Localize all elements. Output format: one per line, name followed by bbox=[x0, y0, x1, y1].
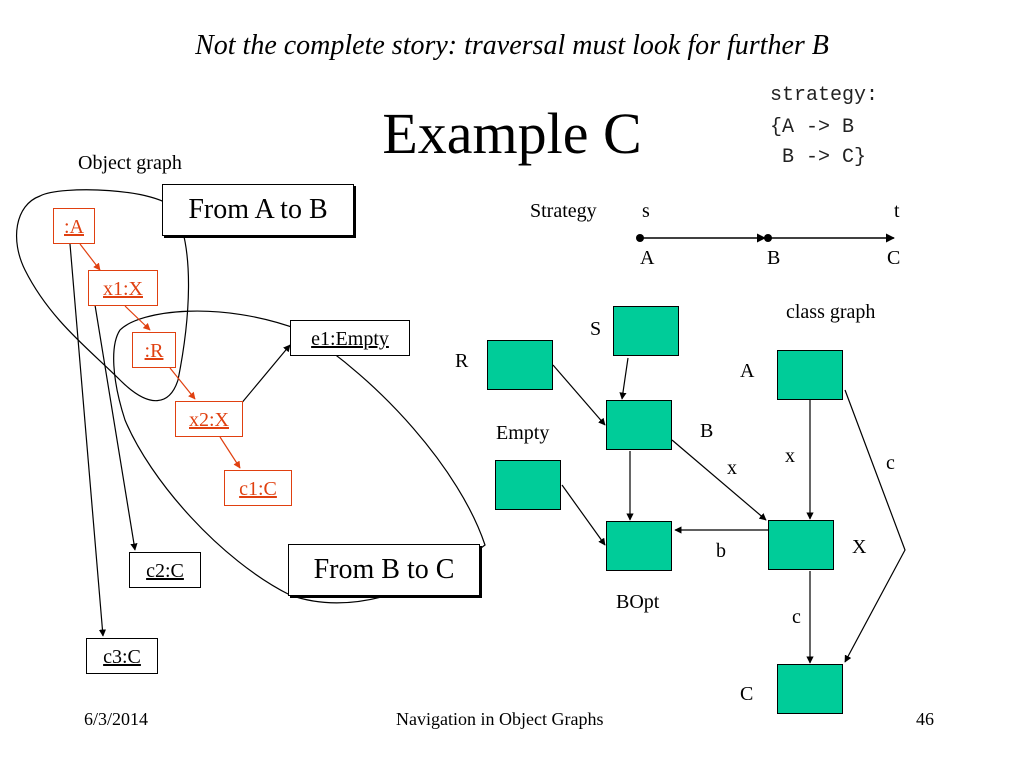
class-empty-box bbox=[495, 460, 561, 510]
cls-edge-a-c bbox=[844, 389, 906, 663]
object-x2: x2:X bbox=[175, 401, 243, 437]
object-x1: x1:X bbox=[88, 270, 158, 306]
strategy-dot-b bbox=[764, 234, 772, 242]
lasso-a-to-b bbox=[16, 189, 190, 402]
strategy-t-label: t bbox=[894, 200, 900, 222]
edge-label-b-x: x bbox=[727, 457, 737, 479]
object-r: :R bbox=[132, 332, 176, 368]
class-bopt-label: BOpt bbox=[616, 591, 660, 613]
object-c2: c2:C bbox=[129, 552, 201, 588]
object-e1: e1:Empty bbox=[290, 320, 410, 356]
class-b-label: B bbox=[700, 420, 714, 442]
object-graph-label: Object graph bbox=[78, 152, 182, 174]
strategy-node-b: B bbox=[767, 247, 781, 269]
class-r-label: R bbox=[455, 350, 469, 372]
class-s-label: S bbox=[590, 318, 602, 340]
cls-edge-b-x bbox=[671, 439, 767, 521]
edge-x2-c1 bbox=[219, 436, 241, 469]
cls-edge-empty-bopt bbox=[561, 484, 606, 546]
edge-x1-r bbox=[124, 305, 151, 331]
class-b-box bbox=[606, 400, 672, 450]
edge-label-a-x: x bbox=[785, 445, 795, 467]
class-a-box bbox=[777, 350, 843, 400]
cls-edge-r-b bbox=[552, 364, 606, 426]
class-c-label: C bbox=[740, 683, 754, 705]
class-a-label: A bbox=[740, 360, 755, 382]
strategy-node-c: C bbox=[887, 247, 901, 269]
edge-label-a-c: c bbox=[886, 452, 895, 474]
strategy-code-line-1: strategy: bbox=[770, 84, 879, 107]
edge-a-c3 bbox=[69, 243, 107, 637]
class-empty-label: Empty bbox=[496, 422, 550, 444]
class-graph-label: class graph bbox=[786, 301, 876, 323]
strategy-code-line-3: B -> C} bbox=[770, 146, 867, 169]
callout-from-a-to-b: From A to B bbox=[162, 184, 354, 236]
cls-edge-s-b bbox=[619, 357, 629, 400]
class-bopt-box bbox=[606, 521, 672, 571]
object-c1: c1:C bbox=[224, 470, 292, 506]
edge-a-x1 bbox=[79, 243, 101, 271]
class-c-box bbox=[777, 664, 843, 714]
edge-label-b: b bbox=[716, 540, 726, 562]
callout-from-b-to-c: From B to C bbox=[288, 544, 480, 596]
strategy-node-a: A bbox=[640, 247, 655, 269]
edge-r-x2 bbox=[169, 367, 196, 400]
footer-page-number: 46 bbox=[916, 709, 934, 729]
footer-date: 6/3/2014 bbox=[84, 709, 149, 729]
slide-subtitle: Not the complete story: traversal must l… bbox=[195, 30, 829, 61]
strategy-label: Strategy bbox=[530, 200, 597, 222]
edge-label-x-c: c bbox=[792, 606, 801, 628]
class-x-box bbox=[768, 520, 834, 570]
strategy-code-line-2: {A -> B bbox=[770, 116, 855, 139]
edge-x2-e1 bbox=[239, 344, 291, 406]
class-s-box bbox=[613, 306, 679, 356]
object-a: :A bbox=[53, 208, 95, 244]
edge-x1-c2 bbox=[94, 304, 138, 551]
object-c3: c3:C bbox=[86, 638, 158, 674]
strategy-s-label: s bbox=[642, 200, 650, 222]
slide-title: Example C bbox=[382, 101, 642, 166]
footer-title: Navigation in Object Graphs bbox=[396, 709, 604, 729]
class-r-box bbox=[487, 340, 553, 390]
class-x-label: X bbox=[852, 536, 867, 558]
strategy-dot-a bbox=[636, 234, 644, 242]
